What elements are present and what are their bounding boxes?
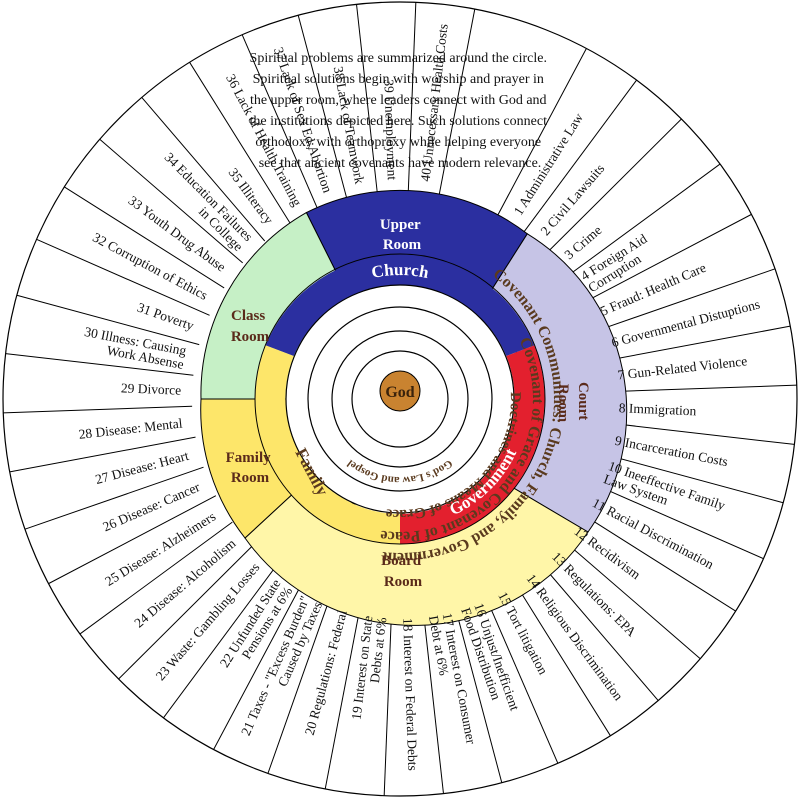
spoke-divider <box>24 466 204 530</box>
god-label: God <box>385 384 414 401</box>
spoke-divider <box>3 405 193 414</box>
spoke-divider <box>356 4 378 193</box>
spoke-divider <box>5 353 194 376</box>
spoke-divider <box>596 268 776 332</box>
spoke-divider <box>509 575 611 736</box>
spoke-divider <box>324 603 362 789</box>
spoke-divider <box>9 436 196 473</box>
spoke-divider <box>607 384 797 393</box>
spoke-divider <box>567 163 721 277</box>
spoke-divider <box>534 556 659 701</box>
spoke-divider <box>118 545 253 680</box>
spoke-divider <box>383 606 393 796</box>
spoke-divider <box>79 521 233 635</box>
spoke-divider <box>422 605 444 794</box>
problem-label: 8 Immigration <box>618 400 696 418</box>
church-label: Church <box>370 260 431 282</box>
class-room-label: Class Room <box>231 308 270 345</box>
spoke-divider <box>297 15 348 199</box>
family-room-label: Family Room <box>226 450 275 486</box>
board-room-label: Board Room <box>381 553 425 590</box>
spoke-divider <box>600 452 784 504</box>
church-band <box>265 255 535 356</box>
spoke-divider <box>213 582 303 750</box>
spoke-divider <box>583 213 752 303</box>
problem-label: 39 Unemployment <box>381 79 400 181</box>
spoke-divider <box>267 594 332 774</box>
problem-label: 29 Divorce <box>121 380 182 397</box>
spoke-divider <box>189 62 291 223</box>
upper-room-label: Upper Room <box>380 217 424 253</box>
spoke-divider <box>141 97 266 242</box>
spoke-divider <box>604 325 791 362</box>
spoke-divider <box>64 186 225 289</box>
god-center <box>379 370 421 412</box>
spoke-divider <box>36 238 210 316</box>
spoke-divider <box>523 79 637 233</box>
spoke-divider <box>575 509 736 612</box>
spoke-divider <box>606 422 795 445</box>
problem-label: 18 Interest on Federal Debts <box>400 618 420 771</box>
spoke-divider <box>48 495 217 585</box>
spoke-lines <box>3 2 797 796</box>
spoke-divider <box>438 9 476 195</box>
institution-ring <box>254 253 546 545</box>
spoke-divider <box>547 118 682 253</box>
spoke-divider <box>163 565 277 719</box>
spoke-divider <box>407 2 417 192</box>
spoke-divider <box>241 34 318 209</box>
court-room-label: Court Room <box>555 382 591 424</box>
spoke-divider <box>452 599 503 783</box>
spoke-divider <box>99 138 244 264</box>
spoke-divider <box>16 294 200 346</box>
intro-paragraph: Spiritual problems are summarized around… <box>250 51 551 171</box>
spoke-divider <box>590 482 764 560</box>
family-band <box>255 345 400 544</box>
spoke-divider <box>482 589 559 764</box>
government-band <box>400 345 545 544</box>
spoke-divider <box>497 48 587 216</box>
spoke-divider <box>556 534 701 660</box>
